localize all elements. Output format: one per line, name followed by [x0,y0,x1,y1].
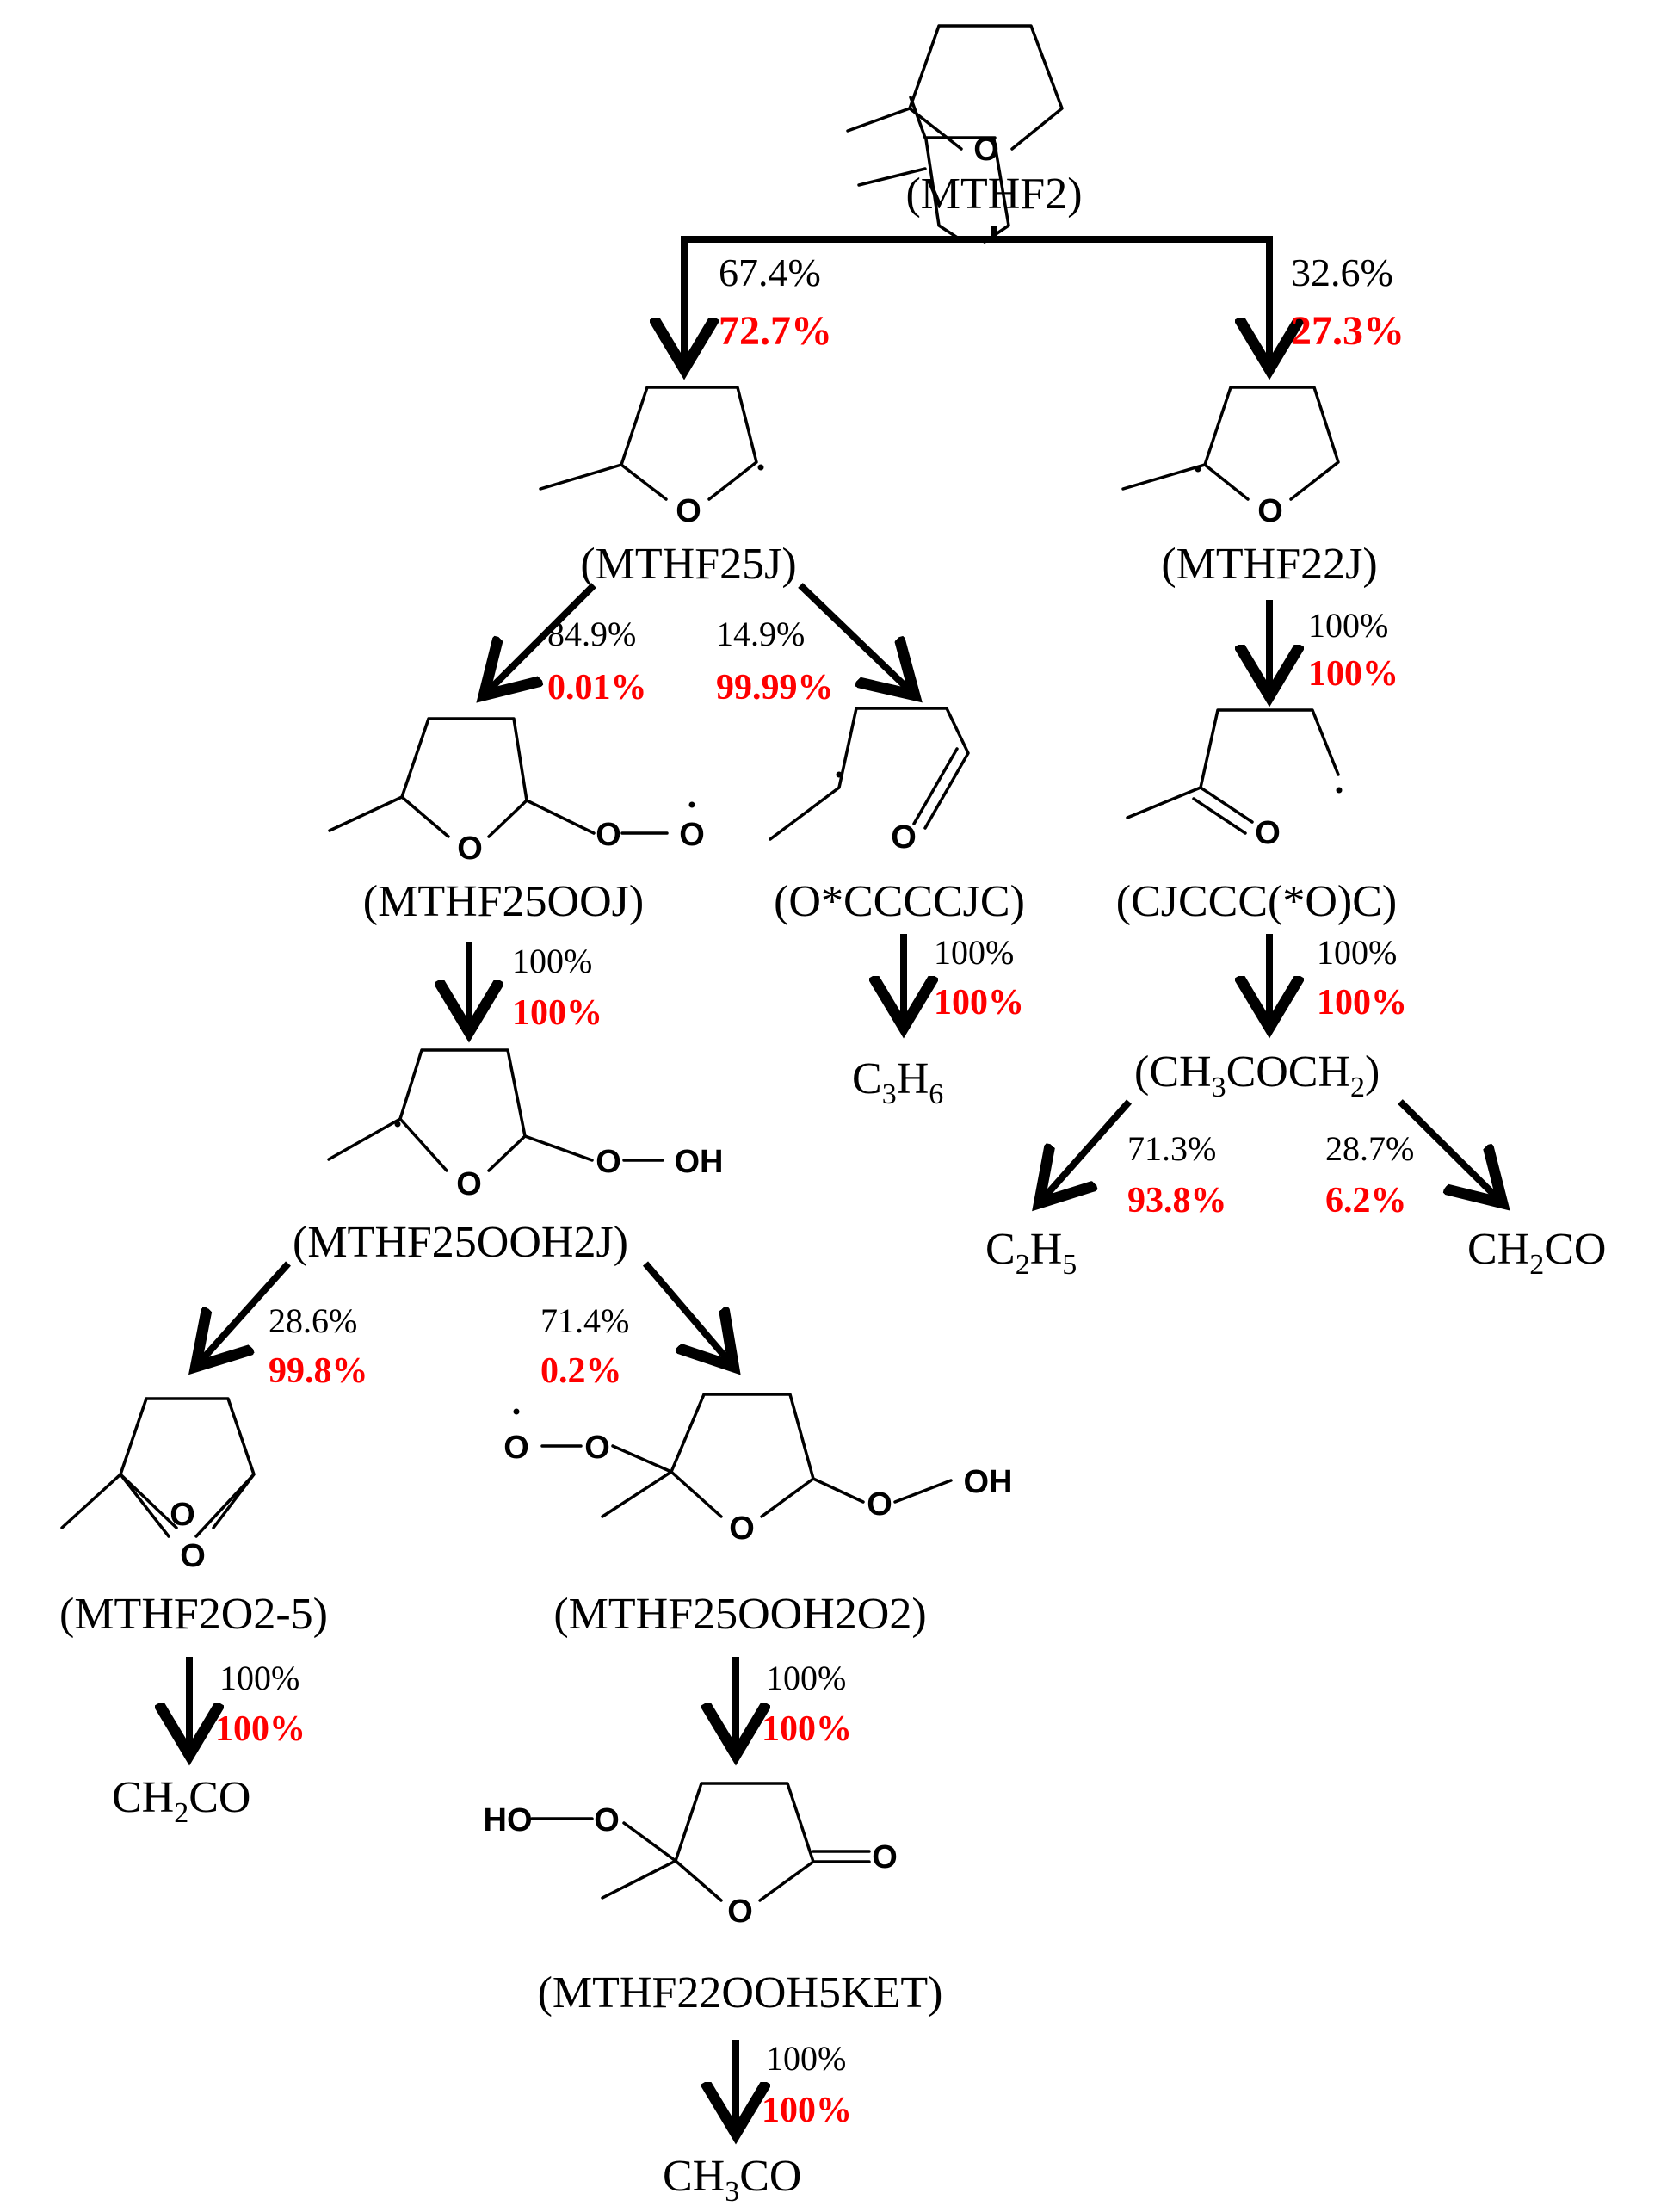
pct-black-100: 100% [1308,606,1388,645]
pct-black-32: 32.6% [1291,250,1393,294]
pct-black-100: 100% [934,933,1014,972]
oxygen-atom: O [456,1166,482,1202]
structure-mthf25ooh2o2: O O O O OH [503,1393,1013,1547]
pct-red-100: 100% [215,1709,306,1749]
oxygen-atom: O [679,817,705,853]
arrow-25j-to-25ooj [486,583,596,693]
pct-red-02: 0.2% [540,1351,622,1391]
oxygen-atom: O [727,1894,753,1930]
species-mthf2o2-5: (MTHF2O2-5) [59,1590,328,1639]
oxygen-atom: O [891,819,917,856]
structure-mthf22j: O [1121,386,1340,529]
pct-red-9999: 99.99% [716,668,834,707]
structure-mthf25ooj: O O O [328,717,705,867]
pct-red-100: 100% [512,993,602,1033]
pct-black-849: 84.9% [547,615,636,653]
radical-dot [836,771,843,778]
species-c2h5: C2H5 [985,1225,1077,1281]
oxygen-atom: O [867,1486,892,1523]
structure-mthf25j: O [539,386,764,529]
pct-red-001: 0.01% [547,668,647,707]
pct-black-100: 100% [512,942,592,980]
pct-black-100: 100% [766,1659,846,1697]
oxygen-atom: O [676,493,701,529]
arrow-ch3coch2-to-c2h5 [1041,1099,1132,1201]
radical-dot [688,801,695,808]
pct-red-100: 100% [1317,983,1407,1023]
pct-black-713: 71.3% [1127,1129,1216,1168]
species-mthf2: (MTHF2) [905,170,1082,219]
pct-red-100: 100% [934,983,1024,1023]
pct-black-100: 100% [1317,933,1397,972]
hydroxyl-group: OH [964,1464,1013,1500]
species-cjccc-o-c: (CJCCC(*O)C) [1116,877,1397,926]
pct-red-72: 72.7% [719,308,832,354]
structure-occccjc: O [769,707,970,856]
oxygen-atom: O [594,1802,620,1838]
structure-mthf22ooh5ket: HO O O O [484,1782,898,1930]
species-ch2co-left: CH2CO [112,1773,251,1829]
species-mthf22j: (MTHF22J) [1161,540,1377,589]
oxygen-atom: O [180,1538,206,1574]
pct-black-714: 71.4% [540,1301,629,1340]
pct-red-998: 99.8% [269,1351,368,1391]
structure-mthf2o2-5: O O [60,1397,256,1574]
species-ch3co: CH3CO [663,2152,802,2208]
pct-red-62: 6.2% [1325,1181,1407,1220]
arrow-25ooh2j-to-25ooh2o2 [642,1261,732,1364]
oxygen-atom: O [1257,493,1283,529]
pct-black-100: 100% [766,2039,846,2078]
pct-red-27: 27.3% [1291,308,1405,354]
species-mthf22ooh5ket: (MTHF22OOH5KET) [538,1968,943,2017]
radical-dot [1195,466,1201,473]
hydroxyl-group: OH [675,1144,724,1180]
oxygen-atom: O [729,1511,755,1547]
pct-red-100: 100% [762,1709,852,1749]
oxygen-atom: O [596,1144,621,1180]
pct-black-149: 14.9% [716,615,805,653]
species-mthf25j: (MTHF25J) [580,540,796,589]
radical-dot [513,1408,520,1415]
oxygen-atom: O [1255,815,1281,851]
structure-cjccc-o-c: O [1126,708,1343,851]
species-ch2co-right: CH2CO [1467,1225,1607,1281]
oxygen-atom: O [872,1839,898,1875]
pct-black-100: 100% [219,1659,299,1697]
pct-black-287: 28.7% [1325,1129,1414,1168]
species-mthf25ooh2j: (MTHF25OOH2J) [293,1218,628,1267]
pct-red-938: 93.8% [1127,1181,1227,1220]
species-occccjc: (O*CCCCJC) [774,877,1025,926]
pct-black-286: 28.6% [269,1301,357,1340]
radical-dot [394,1121,401,1128]
hydroperoxy-group: HO [484,1802,533,1838]
oxygen-atom: O [584,1430,610,1466]
structure-mthf2: O [846,24,1064,244]
pct-red-100: 100% [762,2091,852,2130]
radical-dot [757,464,764,471]
pct-black-67: 67.4% [719,250,821,294]
arrow-25ooh2j-to-2o2-5 [198,1261,291,1364]
structure-mthf25ooh2j: O O OH [327,1048,724,1202]
species-mthf25ooj: (MTHF25OOJ) [363,877,644,926]
radical-dot [1336,787,1343,794]
species-ch3coch2: (CH3COCH2) [1134,1047,1380,1103]
oxygen-atom: O [596,817,621,853]
arrow-ch3coch2-to-ch2co [1398,1099,1500,1201]
oxygen-atom: O [457,831,483,867]
oxygen-atom: O [170,1497,195,1533]
species-c3h6: C3H6 [852,1054,943,1110]
pct-red-100: 100% [1308,654,1398,694]
species-mthf25ooh2o2: (MTHF25OOH2O2) [553,1590,926,1639]
oxygen-atom: O [503,1430,529,1466]
arrow-25j-to-occccjc [798,583,912,693]
oxygen-atom: O [973,132,999,168]
